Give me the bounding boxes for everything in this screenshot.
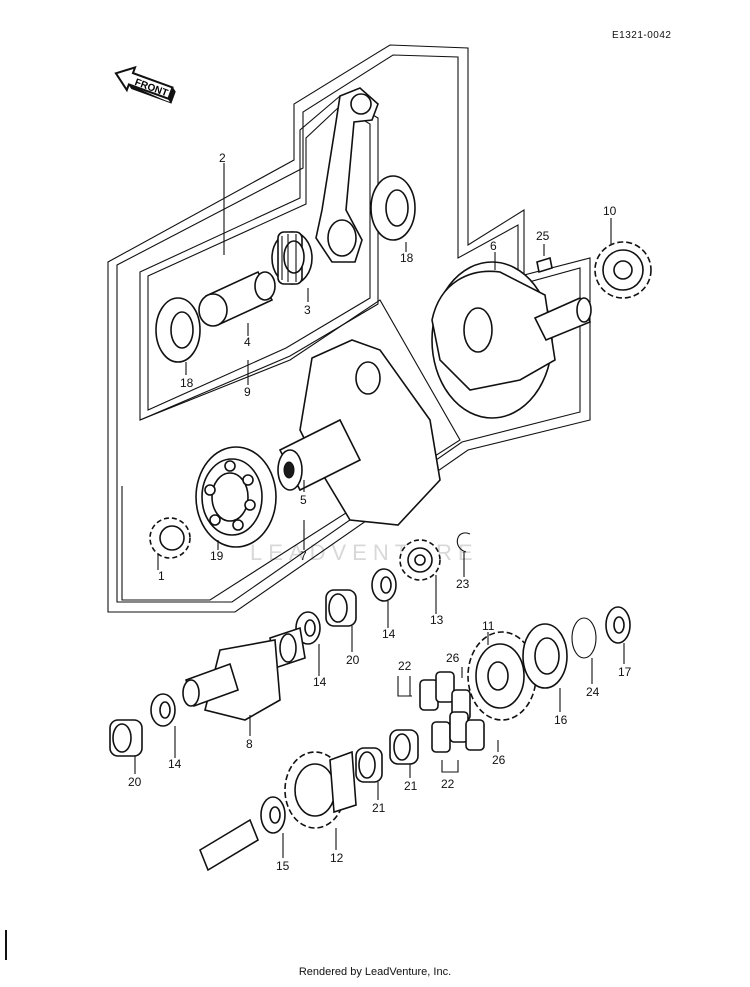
callout-23: 23 — [456, 577, 470, 591]
gear-13 — [399, 539, 441, 581]
callout-17: 17 — [618, 665, 632, 679]
footer-credit: Rendered by LeadVenture, Inc. — [298, 966, 452, 978]
leader-lines — [134, 163, 625, 858]
callout-21a: 21 — [372, 801, 386, 815]
callout-9: 9 — [244, 385, 251, 399]
callout-6: 6 — [490, 239, 497, 253]
callout-10: 10 — [603, 204, 617, 218]
callout-11: 11 — [482, 619, 495, 633]
callout-15: 15 — [276, 859, 290, 873]
callout-19: 19 — [210, 549, 224, 563]
callout-21b: 21 — [404, 779, 418, 793]
front-arrow: FRONT — [114, 65, 176, 105]
callout-14a: 14 — [382, 627, 396, 641]
diagram-code: E1321-0042 — [612, 30, 672, 41]
callout-12: 12 — [330, 851, 344, 865]
callout-8: 8 — [246, 737, 253, 751]
callout-1: 1 — [158, 569, 165, 583]
callout-22b: 22 — [441, 777, 455, 791]
callout-20b: 20 — [128, 775, 142, 789]
callout-5: 5 — [300, 493, 307, 507]
woodruff-key-25 — [536, 256, 553, 274]
needle-bearing-21-b — [389, 729, 419, 765]
crankshaft-exploded-diagram: LEADVENTURE FRONT — [5, 44, 652, 960]
callout-18a: 18 — [400, 251, 414, 265]
thrust-washer-18-lower — [155, 297, 201, 363]
callout-22a: 22 — [398, 659, 412, 673]
callout-13: 13 — [430, 613, 444, 627]
gear-11 — [467, 631, 537, 721]
connecting-rod — [315, 87, 379, 263]
washer-14-c — [150, 693, 176, 727]
callout-14b: 14 — [313, 675, 327, 689]
crank-half-6 — [431, 261, 592, 419]
callout-7: 7 — [300, 549, 307, 563]
primary-gear-10 — [594, 241, 652, 299]
callout-16: 16 — [554, 713, 568, 727]
crank-half-outline — [121, 299, 461, 601]
callout-4: 4 — [244, 335, 251, 349]
callout-18b: 18 — [180, 376, 194, 390]
washer-14-a — [371, 568, 397, 602]
thrust-washer-18-upper — [370, 175, 416, 241]
crank-half-5 — [277, 339, 441, 526]
damper-blocks-lower — [431, 711, 485, 753]
callout-26b: 26 — [492, 753, 506, 767]
callout-2: 2 — [219, 151, 226, 165]
needle-bearing-21-a — [355, 747, 383, 783]
damper-blocks-upper — [419, 671, 471, 721]
crank-pin-4 — [198, 270, 276, 327]
needle-bearing-20-a — [325, 589, 357, 627]
callout-20a: 20 — [346, 653, 360, 667]
washer-15 — [260, 796, 286, 834]
circlip-24 — [571, 617, 597, 659]
gear-12 — [284, 750, 357, 829]
washer-16 — [522, 623, 568, 689]
callout-3: 3 — [304, 303, 311, 317]
ball-bearing-19 — [195, 446, 277, 548]
callout-24: 24 — [586, 685, 600, 699]
callout-labels: 1 2 3 4 5 6 7 8 9 10 11 12 13 14 14 14 1… — [128, 151, 632, 873]
washer-17 — [605, 606, 631, 644]
circlip-23 — [456, 532, 471, 553]
crankshaft-assembly-outline — [107, 44, 591, 613]
callout-26a: 26 — [446, 651, 460, 665]
crank-gear-1 — [149, 517, 191, 559]
needle-bearing-20-b — [109, 719, 143, 757]
connecting-rod-outline — [139, 95, 379, 421]
callout-14c: 14 — [168, 757, 182, 771]
shaft-8 — [182, 626, 306, 721]
pin — [199, 818, 259, 872]
callout-25: 25 — [536, 229, 550, 243]
needle-bearing-3 — [271, 231, 313, 285]
